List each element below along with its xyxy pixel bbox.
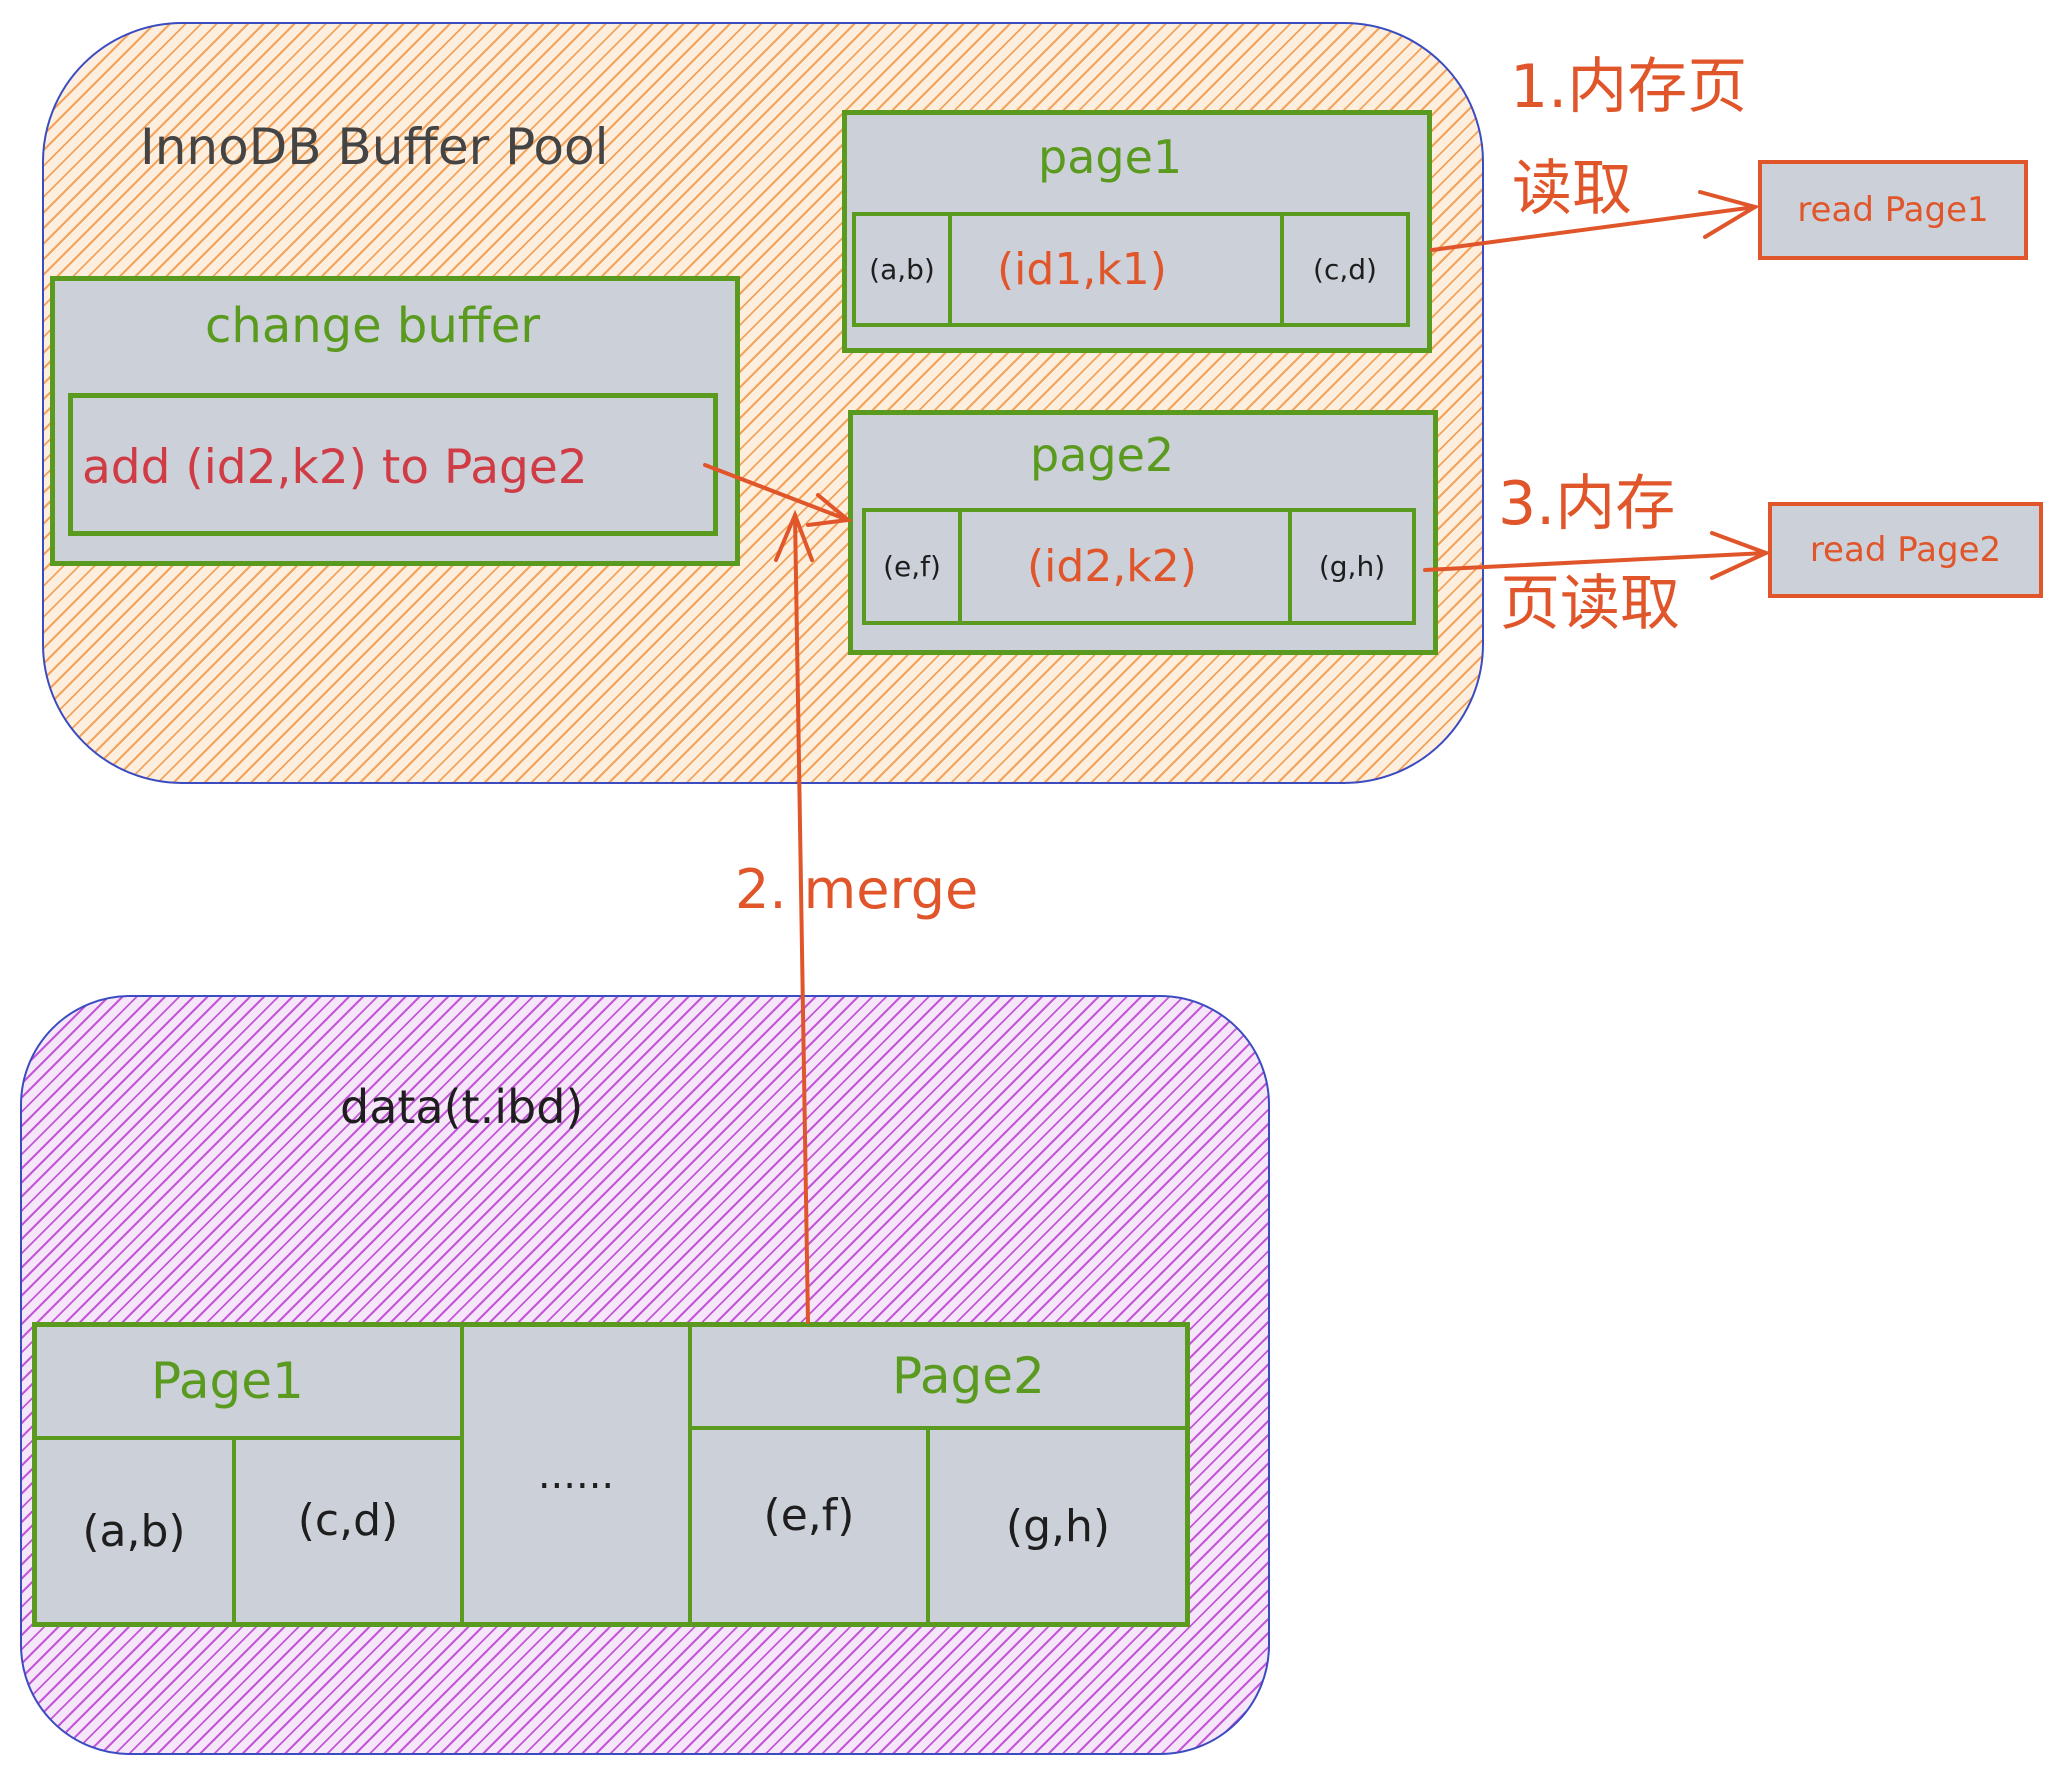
read-page2-text: read Page2 — [1809, 530, 2002, 570]
arrow-entry-to-page2 — [703, 463, 850, 522]
step1-label-line1: 1.内存页 — [1510, 52, 1748, 122]
data-page2-cell-2-text: (g,h) — [1005, 1501, 1111, 1552]
data-page1-title: Page1 — [151, 1352, 304, 1410]
step3-label-line1: 3.内存 — [1498, 469, 1676, 539]
bp-page1-cell-2-text: (id1,k1) — [997, 244, 1167, 295]
change-buffer-entry-box — [68, 393, 718, 536]
data-middle-text: ...... — [537, 1451, 615, 1498]
step3-label-line2: 页读取 — [1500, 569, 1680, 639]
data-page2-cell-2: (g,h) — [926, 1426, 1190, 1627]
change-buffer-entry: add (id2,k2) to Page2 — [82, 440, 588, 495]
data-file-title: data(t.ibd) — [340, 1080, 584, 1134]
bp-page1-cell-3-text: (c,d) — [1313, 253, 1377, 286]
bp-page1-cell-2: (id1,k1) — [948, 212, 1284, 327]
bp-page2-cell-2-text: (id2,k2) — [1027, 541, 1197, 592]
data-page1-cell-2: (c,d) — [232, 1436, 464, 1627]
bp-page2-title: page2 — [1030, 428, 1175, 482]
bp-page1-cell-3: (c,d) — [1280, 212, 1410, 327]
read-page1-text: read Page1 — [1797, 190, 1989, 230]
bp-page2-cell-3: (g,h) — [1288, 508, 1416, 625]
step1-label-line2: 读取 — [1512, 154, 1632, 224]
bp-page1-cell-1-text: (a,b) — [869, 253, 935, 286]
arrow-read-page1-head — [1698, 190, 1761, 239]
data-page1-cell-2-text: (c,d) — [297, 1495, 399, 1546]
step2-label: 2. merge — [735, 858, 979, 921]
bp-page2-cell-3-text: (g,h) — [1318, 550, 1386, 583]
arrow-merge — [793, 513, 810, 1324]
arrow-read-page2 — [1423, 551, 1768, 572]
arrow-read-page2-head — [1710, 531, 1772, 580]
read-page2-box: read Page2 — [1768, 502, 2043, 598]
arrow-entry-to-page2-head — [806, 493, 853, 527]
data-page2-cell-1: (e,f) — [688, 1426, 930, 1627]
bp-page2-cell-1-text: (e,f) — [883, 550, 941, 583]
bp-page2-cell-1: (e,f) — [862, 508, 962, 625]
arrow-merge-head — [774, 509, 814, 562]
bp-page1-title: page1 — [1038, 130, 1183, 184]
arrow-read-page1 — [1430, 205, 1757, 252]
buffer-pool-title: InnoDB Buffer Pool — [140, 118, 609, 176]
data-page2-cell-1-text: (e,f) — [763, 1490, 855, 1541]
bp-page2-cell-2: (id2,k2) — [958, 508, 1292, 625]
data-table — [32, 1322, 1190, 1627]
read-page1-box: read Page1 — [1758, 160, 2028, 260]
data-page2-title: Page2 — [892, 1347, 1045, 1405]
data-page1-cell-1-text: (a,b) — [82, 1506, 186, 1557]
bp-page1-cell-1: (a,b) — [852, 212, 952, 327]
change-buffer-title: change buffer — [205, 298, 541, 354]
